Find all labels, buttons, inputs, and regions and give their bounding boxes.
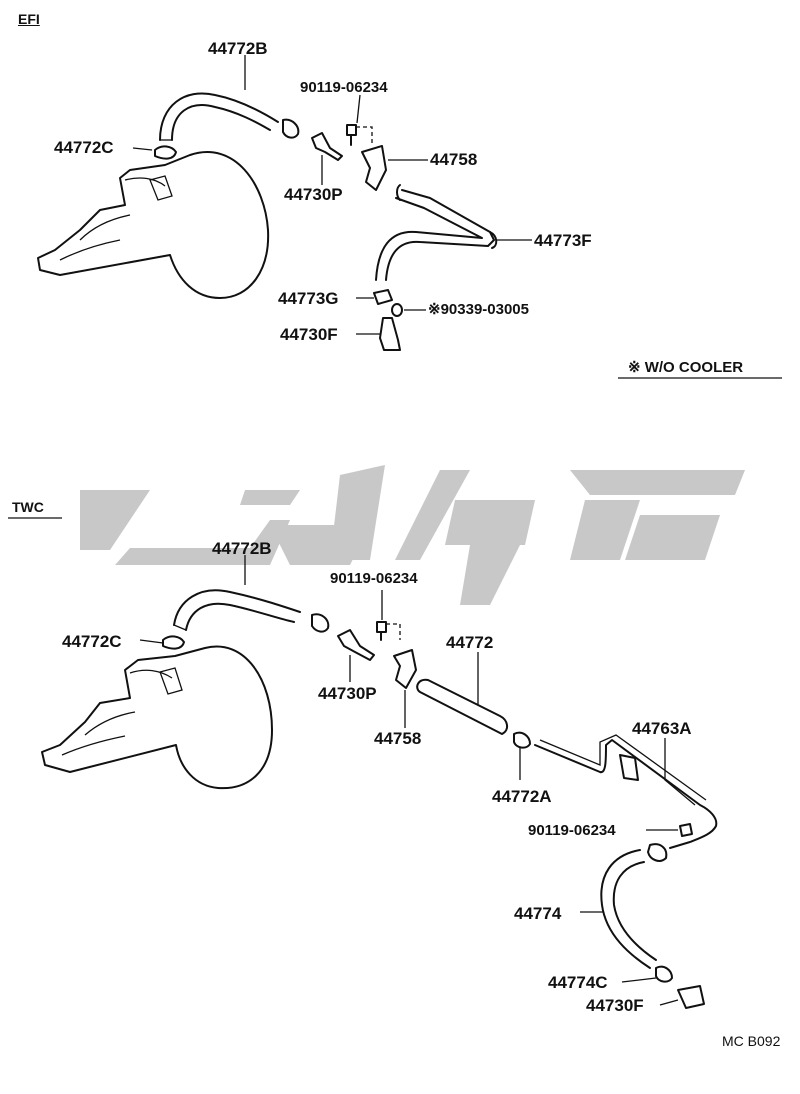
efi-section-title: EFI xyxy=(18,11,40,27)
twc-label-44763a: 44763A xyxy=(632,719,692,738)
wo-cooler-note: ※ W/O COOLER xyxy=(628,359,744,376)
twc-label-44730p: 44730P xyxy=(318,684,377,703)
twc-label-44730f: 44730F xyxy=(586,996,644,1015)
twc-label-44774: 44774 xyxy=(514,904,562,923)
twc-label-44774c: 44774C xyxy=(548,973,608,992)
twc-label-44772a: 44772A xyxy=(492,787,552,806)
efi-label-44772b: 44772B xyxy=(208,39,268,58)
efi-label-44758: 44758 xyxy=(430,150,478,169)
watermark-logo xyxy=(80,465,745,605)
efi-label-44730p: 44730P xyxy=(284,185,343,204)
efi-label-44730f: 44730F xyxy=(280,325,338,344)
efi-label-90339-03005: ※90339-03005 xyxy=(428,301,529,318)
twc-label-44772b: 44772B xyxy=(212,539,272,558)
twc-label-44758: 44758 xyxy=(374,729,422,748)
efi-label-90119-06234: 90119-06234 xyxy=(300,79,388,96)
twc-label-90119-06234-top: 90119-06234 xyxy=(330,570,418,587)
twc-label-44772: 44772 xyxy=(446,633,494,652)
twc-section-title: TWC xyxy=(12,499,44,515)
efi-label-44773f: 44773F xyxy=(534,231,592,250)
efi-drawing xyxy=(37,55,782,379)
diagram-code: MC B092 xyxy=(722,1033,781,1049)
twc-label-90119-06234-lower: 90119-06234 xyxy=(528,822,616,839)
twc-label-44772c: 44772C xyxy=(62,632,122,651)
efi-label-44773g: 44773G xyxy=(278,289,339,308)
efi-label-44772c: 44772C xyxy=(54,138,114,157)
twc-drawing xyxy=(8,517,718,1009)
